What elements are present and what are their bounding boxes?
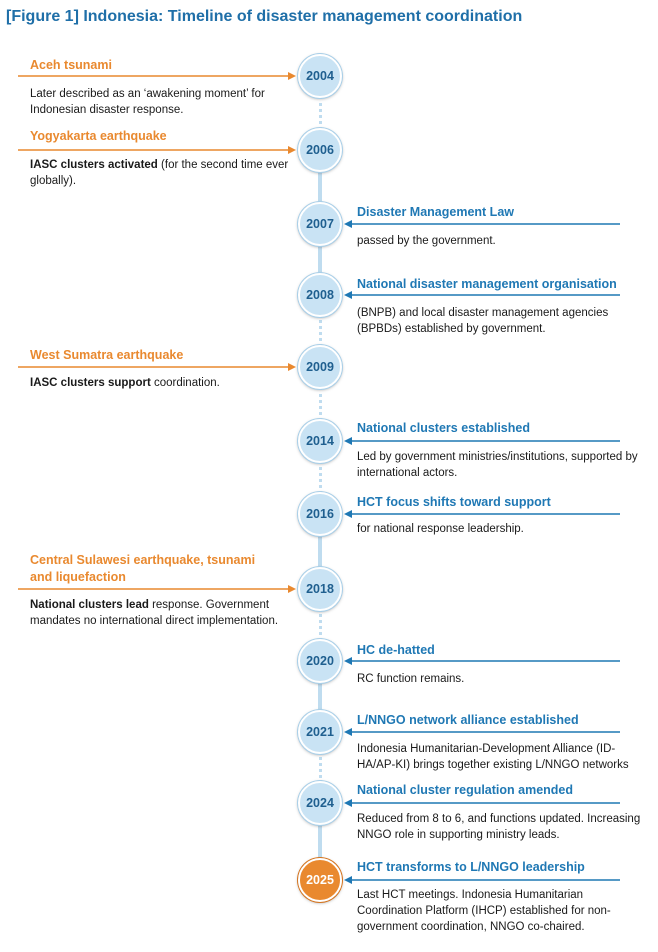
event-description-text: coordination. (150, 377, 220, 389)
event-description-text: (BNPB) and local disaster management age… (357, 307, 609, 335)
event-heading: National cluster regulation amended (357, 783, 574, 797)
event-heading: Yogyakarta earthquake (30, 129, 167, 143)
timeline-arrow (344, 289, 620, 301)
event-description: Indonesia Humanitarian-Development Allia… (357, 741, 647, 773)
event-description-text: passed by the government. (357, 235, 496, 247)
timeline-arrow (18, 70, 296, 82)
timeline-spine-segment (318, 534, 322, 569)
event-heading: L/NNGO network alliance established (357, 713, 579, 727)
year-node-2008: 2008 (298, 273, 342, 317)
event-heading: Disaster Management Law (357, 205, 514, 219)
event-heading: HCT transforms to L/NNGO leadership (357, 860, 585, 874)
event-description: RC function remains. (357, 671, 647, 687)
event-heading: West Sumatra earthquake (30, 348, 184, 362)
timeline-spine-segment (319, 461, 322, 494)
timeline-arrow (18, 361, 296, 373)
event-description: National clusters lead response. Governm… (30, 597, 300, 629)
year-node-2016: 2016 (298, 492, 342, 536)
event-description-emphasis: IASC clusters support (30, 377, 151, 389)
timeline-spine-segment (319, 315, 322, 347)
event-heading: HC de-hatted (357, 643, 435, 657)
timeline-spine-segment (319, 752, 322, 783)
year-node-2006: 2006 (298, 128, 342, 172)
event-description-text: Later described as an ‘awakening moment’… (30, 88, 265, 116)
timeline-arrow (18, 144, 296, 156)
event-description: Last HCT meetings. Indonesia Humanitaria… (357, 887, 647, 935)
timeline-arrow (344, 508, 620, 520)
timeline-spine-segment (319, 387, 322, 421)
event-description-text: Indonesia Humanitarian-Development Allia… (357, 743, 629, 771)
timeline-spine-segment (319, 96, 322, 130)
year-node-2007: 2007 (298, 202, 342, 246)
event-heading: Central Sulawesi earthquake, tsunami and… (30, 553, 256, 584)
event-description: passed by the government. (357, 233, 647, 249)
year-node-2004: 2004 (298, 54, 342, 98)
year-node-2025: 2025 (298, 858, 342, 902)
event-description-text: RC function remains. (357, 673, 465, 685)
timeline-arrow (344, 655, 620, 667)
event-description: Reduced from 8 to 6, and functions updat… (357, 811, 647, 843)
timeline-arrow (344, 218, 620, 230)
timeline-spine-segment (318, 170, 322, 204)
year-node-2024: 2024 (298, 781, 342, 825)
event-description: IASC clusters support coordination. (30, 375, 300, 391)
figure-title: [Figure 1] Indonesia: Timeline of disast… (6, 8, 523, 25)
timeline-arrow (344, 797, 620, 809)
timeline-spine-segment (318, 244, 322, 275)
event-description-emphasis: National clusters lead (30, 599, 149, 611)
event-description-text: for national response leadership. (357, 523, 524, 535)
event-description-emphasis: IASC clusters activated (30, 159, 158, 171)
year-node-2009: 2009 (298, 345, 342, 389)
event-description: Led by government ministries/institution… (357, 449, 647, 481)
event-description: Later described as an ‘awakening moment’… (30, 86, 300, 118)
event-description-text: Last HCT meetings. Indonesia Humanitaria… (357, 889, 611, 933)
year-node-2021: 2021 (298, 710, 342, 754)
event-description-text: (for the second time ever globally). (30, 159, 289, 187)
event-description-text: Led by government ministries/institution… (357, 451, 638, 479)
timeline-arrow (344, 435, 620, 447)
event-description: IASC clusters activated (for the second … (30, 157, 300, 189)
event-description-text: Reduced from 8 to 6, and functions updat… (357, 813, 641, 841)
year-node-2020: 2020 (298, 639, 342, 683)
timeline-spine-segment (318, 681, 322, 712)
year-node-2014: 2014 (298, 419, 342, 463)
timeline-arrow (18, 583, 296, 595)
timeline-arrow (344, 874, 620, 886)
timeline-arrow (344, 726, 620, 738)
timeline-spine-segment (319, 609, 322, 641)
event-heading: National disaster management organisatio… (357, 277, 617, 291)
year-node-2018: 2018 (298, 567, 342, 611)
event-description: for national response leadership. (357, 521, 647, 537)
event-description-text: response. Government mandates no interna… (30, 599, 279, 627)
event-heading: Aceh tsunami (30, 58, 112, 72)
event-heading: National clusters established (357, 421, 530, 435)
event-description: (BNPB) and local disaster management age… (357, 305, 647, 337)
event-heading: HCT focus shifts toward support (357, 495, 551, 509)
timeline-spine-segment (318, 823, 322, 860)
